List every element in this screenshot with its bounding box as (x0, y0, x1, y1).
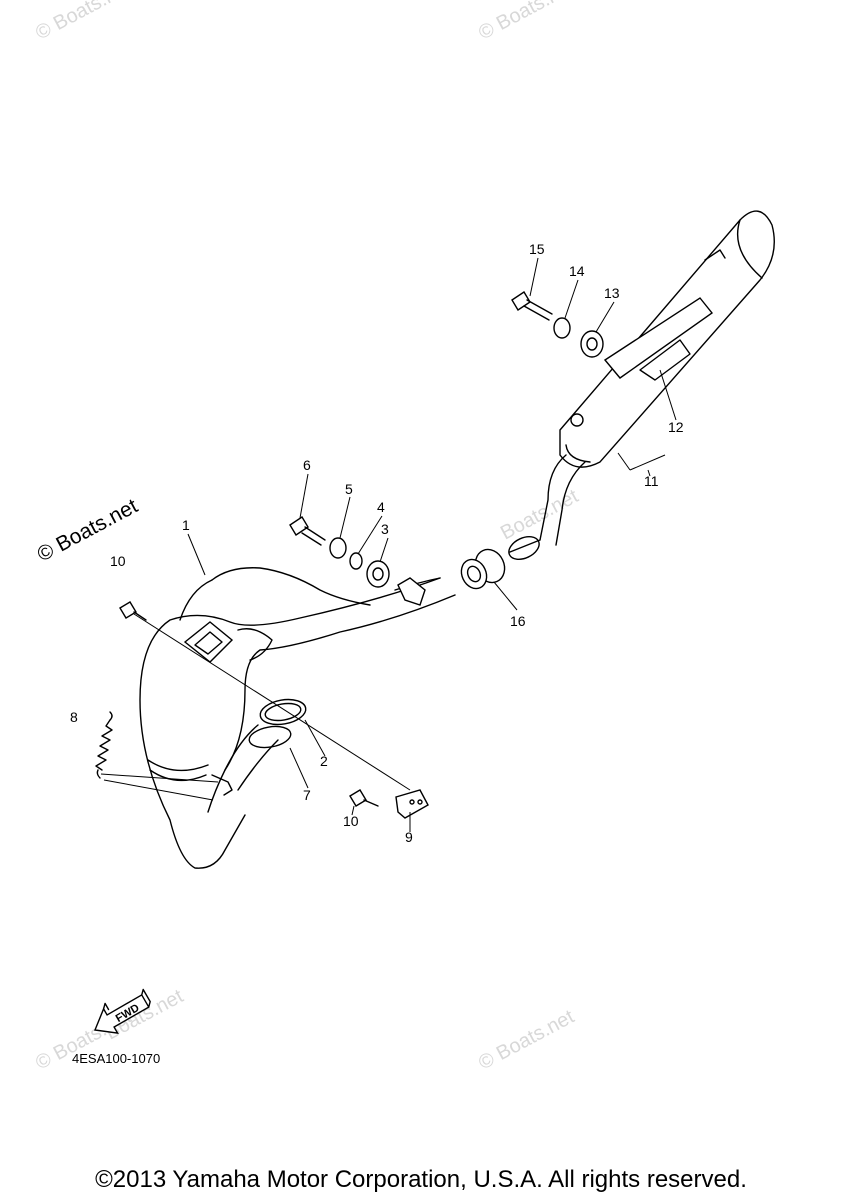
collar-14 (553, 317, 571, 339)
callout-9: 9 (405, 829, 413, 845)
callout-numbers: 1 2 3 4 5 6 7 8 9 10 10 11 12 13 14 15 1… (70, 241, 684, 845)
callout-4: 4 (377, 499, 385, 515)
damper-3 (366, 560, 390, 588)
leader-lines (100, 257, 677, 832)
bolt-15 (511, 291, 553, 321)
figure-code: 4ESA100-1070 (72, 1051, 161, 1066)
bolt-10-upper (119, 601, 147, 621)
o-ring-7 (248, 725, 292, 749)
watermark-bottom-center: © Boats.net (475, 1006, 578, 1075)
callout-10-lower: 10 (343, 813, 359, 829)
callout-8: 8 (70, 709, 78, 725)
gasket-2 (259, 698, 307, 726)
pipe-bracket (397, 577, 426, 606)
watermark-top-center: © Boats.net (475, 0, 578, 44)
callout-14: 14 (569, 263, 585, 279)
watermark-top-left: © Boats.net (32, 0, 135, 44)
grommet-13 (580, 330, 604, 358)
washer-5 (329, 537, 347, 559)
bolt-10-lower (349, 789, 379, 807)
callout-3: 3 (381, 521, 389, 537)
muffler (559, 210, 775, 468)
front-bend (224, 724, 279, 791)
exhaust-pipe (139, 567, 456, 869)
bracket-9 (395, 789, 429, 819)
callout-15: 15 (529, 241, 545, 257)
watermark-mid: Boats.net (497, 485, 582, 544)
joint-16 (460, 548, 506, 590)
callout-16: 16 (510, 613, 526, 629)
bolt-6 (289, 516, 326, 546)
callout-7: 7 (303, 787, 311, 803)
callout-5: 5 (345, 481, 353, 497)
callout-13: 13 (604, 285, 620, 301)
callout-10-upper: 10 (110, 553, 126, 569)
collar-4 (349, 552, 363, 570)
spring-8 (95, 711, 113, 779)
copyright-notice: ©2013 Yamaha Motor Corporation, U.S.A. A… (95, 1166, 747, 1193)
callout-11: 11 (644, 473, 659, 489)
callout-12: 12 (668, 419, 684, 435)
callout-6: 6 (303, 457, 311, 473)
callout-2: 2 (320, 753, 328, 769)
callout-1: 1 (182, 517, 190, 533)
link-pipe (508, 454, 586, 561)
